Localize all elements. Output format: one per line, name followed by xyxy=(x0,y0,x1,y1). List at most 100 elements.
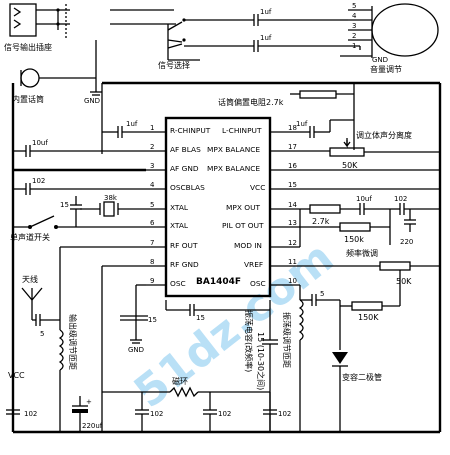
cap-15-label: 15 xyxy=(60,201,69,209)
volume-pot-pins: 5 4 3 2 1 xyxy=(352,2,357,50)
resistor-150k-a xyxy=(330,209,391,245)
gnd-label: GND xyxy=(84,97,100,105)
svg-text:4: 4 xyxy=(150,181,155,189)
cap-220-label: 220 xyxy=(400,238,413,246)
svg-text:1: 1 xyxy=(352,42,356,50)
cap-220uf: + xyxy=(72,396,92,432)
svg-text:11: 11 xyxy=(288,258,297,266)
cap-102-bottom-b xyxy=(135,392,149,432)
mic-bias-label: 话筒偏置电阻2.7k xyxy=(218,97,284,107)
osc-coil xyxy=(298,285,304,432)
svg-text:XTAL: XTAL xyxy=(170,203,189,212)
cap-15-xtal xyxy=(70,196,146,228)
svg-text:MPX OUT: MPX OUT xyxy=(226,203,260,212)
svg-text:R-CHINPUT: R-CHINPUT xyxy=(170,126,211,135)
svg-text:2: 2 xyxy=(352,32,356,40)
svg-text:XTAL: XTAL xyxy=(170,221,189,230)
signal-select-switch xyxy=(110,9,200,61)
cap-220 xyxy=(404,209,416,232)
resistor-150k-label: 150K xyxy=(358,313,379,322)
cap-15-label: 15 xyxy=(196,314,205,322)
svg-text:3: 3 xyxy=(352,22,356,30)
pot-50k-label: 50K xyxy=(342,161,358,170)
cap-102-bottom-d xyxy=(263,392,277,432)
cap-1uf-pin18 xyxy=(300,119,354,138)
cap-1uf-top-b xyxy=(184,40,340,52)
stereo-sep-pot xyxy=(329,138,440,157)
resistor-2-7k xyxy=(299,204,360,247)
antenna-label: 天线 xyxy=(22,274,38,284)
cap-1uf-label: 1uf xyxy=(126,120,138,128)
signal-output-jack xyxy=(9,3,70,38)
cap-10uf-mpx xyxy=(359,203,390,215)
svg-text:18: 18 xyxy=(288,124,297,132)
resistor-2-7k-label: 2.7k xyxy=(312,217,330,226)
crystal-38k xyxy=(80,201,146,217)
cap-15-osc xyxy=(165,300,271,316)
signal-jack-label: 信号输出插座 xyxy=(4,42,52,52)
resistor-150k-label: 150k xyxy=(344,235,364,244)
svg-text:OSCBLAS: OSCBLAS xyxy=(170,183,205,192)
osc-tune-label: 振荡级调节匝距 xyxy=(282,312,292,368)
freq-fine-label: 频率微调 xyxy=(346,248,378,258)
bead-label: 磁环 xyxy=(172,376,188,386)
cap-5-label: 5 xyxy=(40,330,44,338)
crystal-38k-label: 38k xyxy=(104,194,118,202)
volume-gnd: GND xyxy=(372,56,388,64)
svg-text:1: 1 xyxy=(150,124,154,132)
chip-left-pin-numbers: 1 2 3 4 5 6 7 8 9 xyxy=(150,124,155,285)
svg-text:7: 7 xyxy=(150,239,154,247)
signal-select-label: 信号选择 xyxy=(158,60,190,70)
osc-cap-range-label: 15 (10-30之间) xyxy=(256,332,266,390)
varactor-diode-icon xyxy=(332,352,348,432)
svg-text:10: 10 xyxy=(288,277,297,285)
mono-switch[interactable] xyxy=(13,215,76,229)
cap-1uf-label: 1uf xyxy=(260,34,272,42)
cap-220uf-label: 220uf xyxy=(82,422,103,430)
output-coil xyxy=(58,329,64,432)
svg-text:12: 12 xyxy=(288,239,297,247)
cap-102-mpx xyxy=(390,203,440,215)
volume-label: 音量调节 xyxy=(370,64,402,74)
mono-switch-label: 单声道开关 xyxy=(10,232,50,242)
cap-1uf-label: 1uf xyxy=(296,120,308,128)
cap-10uf-pin2 xyxy=(13,145,146,157)
svg-text:+: + xyxy=(86,398,92,406)
mic-bias-resistor xyxy=(290,83,355,150)
cap-102-bottom-c xyxy=(203,392,217,432)
svg-text:14: 14 xyxy=(288,201,297,209)
svg-text:AF GND: AF GND xyxy=(170,164,199,173)
mic-icon xyxy=(20,68,96,88)
cap-102-label: 102 xyxy=(394,195,407,203)
svg-text:4: 4 xyxy=(352,12,357,20)
mic-label: 内置话筒 xyxy=(12,94,44,104)
cap-10uf-label: 10uf xyxy=(356,195,372,203)
svg-text:PIL OT OUT: PIL OT OUT xyxy=(222,221,264,230)
svg-text:OSC: OSC xyxy=(170,279,186,288)
svg-text:VREF: VREF xyxy=(244,260,263,269)
svg-text:5: 5 xyxy=(352,2,356,10)
chip-left-pins: R-CHINPUT AF BLAS AF GND OSCBLAS XTAL XT… xyxy=(170,126,211,288)
svg-text:L-CHINPUT: L-CHINPUT xyxy=(222,126,262,135)
cap-102-pin4 xyxy=(13,183,146,195)
svg-text:MPX BALANCE: MPX BALANCE xyxy=(207,145,260,154)
cap-15-pin9 xyxy=(120,284,148,344)
stereo-sep-label: 调立体声分离度 xyxy=(356,130,412,140)
svg-text:13: 13 xyxy=(288,219,297,227)
vcc-label: VCC xyxy=(8,371,25,380)
watermark: 51dz.com xyxy=(125,232,343,418)
chip-right-pin-numbers: 18 17 16 15 14 13 12 11 10 xyxy=(288,124,297,285)
chip-pin-leads xyxy=(146,131,440,286)
svg-text:3: 3 xyxy=(150,162,154,170)
varactor-label: 变容二极管 xyxy=(342,372,382,382)
svg-text:5: 5 xyxy=(150,201,154,209)
chip-right-pins: L-CHINPUT MPX BALANCE MPX BALANCE VCC MP… xyxy=(207,126,266,288)
cap-102-label: 102 xyxy=(278,410,291,418)
svg-text:MPX BALANCE: MPX BALANCE xyxy=(207,164,260,173)
cap-10uf-label: 10uf xyxy=(32,139,48,147)
output-tune-label: 输出级调节匝距 xyxy=(68,314,78,370)
cap-102-label: 102 xyxy=(150,410,163,418)
pot-50k-label: 50K xyxy=(396,277,412,286)
volume-pot xyxy=(340,3,439,58)
